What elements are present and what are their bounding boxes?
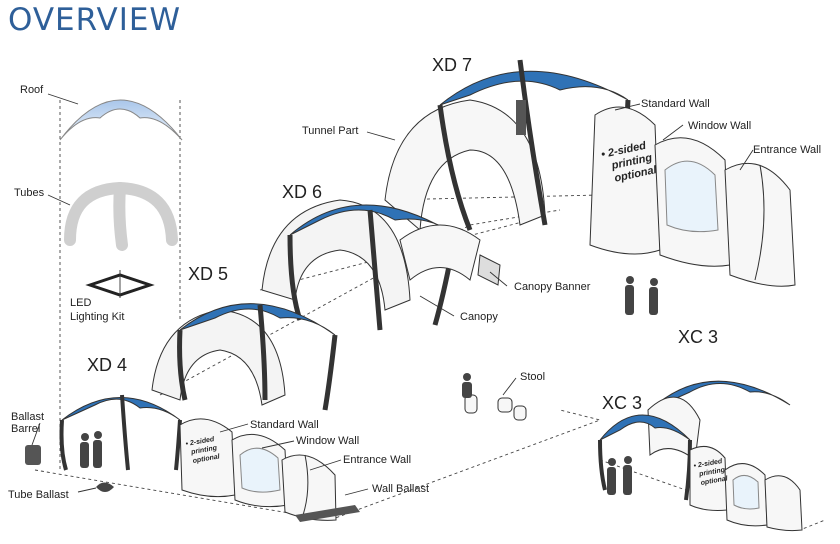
label-canopy-banner: Canopy Banner [514, 281, 591, 293]
label-ballast-1: Ballast [11, 411, 44, 423]
model-label-xc3-front: XC 3 [602, 393, 642, 413]
svg-text:printing: printing [190, 445, 219, 457]
exploded-parts [59, 99, 183, 297]
svg-text:optional: optional [700, 475, 729, 487]
label-window-wall-top: Window Wall [688, 120, 751, 132]
label-standard-wall-bottom: Standard Wall [250, 419, 319, 431]
label-entrance-wall-bottom: Entrance Wall [343, 454, 411, 466]
model-label-xd5: XD 5 [188, 264, 228, 284]
xd7-tent [384, 59, 796, 287]
svg-text:printing: printing [698, 467, 727, 479]
people-xc3 [607, 456, 632, 495]
label-led-1: LED [70, 297, 91, 309]
people-xd4 [80, 431, 102, 468]
xd6-canopy [289, 204, 456, 236]
tube-ballast-piece [96, 482, 114, 492]
xd5-canopy [179, 303, 336, 336]
label-roof: Roof [20, 84, 44, 96]
label-led-2: Lighting Kit [70, 311, 124, 323]
label-canopy: Canopy [460, 311, 498, 323]
xd4-tent [25, 394, 360, 522]
label-tube-ballast: Tube Ballast [8, 489, 69, 501]
tubes-piece [64, 181, 178, 251]
ballast-barrel-piece [25, 445, 41, 465]
entrance-wall-top [724, 162, 796, 287]
label-tunnel-part: Tunnel Part [302, 125, 358, 137]
leader-lines [31, 93, 754, 496]
page-title: OVERVIEW [8, 2, 182, 38]
model-label-xd6: XD 6 [282, 182, 322, 202]
xd7-canopy [439, 70, 629, 106]
label-window-wall-bottom: Window Wall [296, 435, 359, 447]
label-wall-ballast: Wall Ballast [372, 483, 429, 495]
label-stool: Stool [520, 371, 545, 383]
label-standard-wall-top: Standard Wall [641, 98, 710, 110]
xc3-tents [598, 380, 803, 532]
canopy-banner-piece [477, 254, 501, 286]
xd4-canopy [61, 397, 181, 421]
label-ballast-2: Barrel [11, 423, 40, 435]
canopy-piece [399, 224, 481, 281]
model-label-xd4: XD 4 [87, 355, 127, 375]
model-label-xc3-back: XC 3 [678, 327, 718, 347]
model-label-xd7: XD 7 [432, 55, 472, 75]
stool-group [462, 373, 527, 421]
wall-ballast-piece [295, 505, 360, 522]
svg-text:optional: optional [192, 453, 221, 465]
label-tubes: Tubes [14, 187, 45, 199]
people-xd7 [625, 276, 658, 315]
xd5-tent [151, 303, 338, 411]
led-kit-piece [85, 273, 155, 297]
roof-piece [59, 99, 183, 141]
label-entrance-wall-top: Entrance Wall [753, 144, 821, 156]
